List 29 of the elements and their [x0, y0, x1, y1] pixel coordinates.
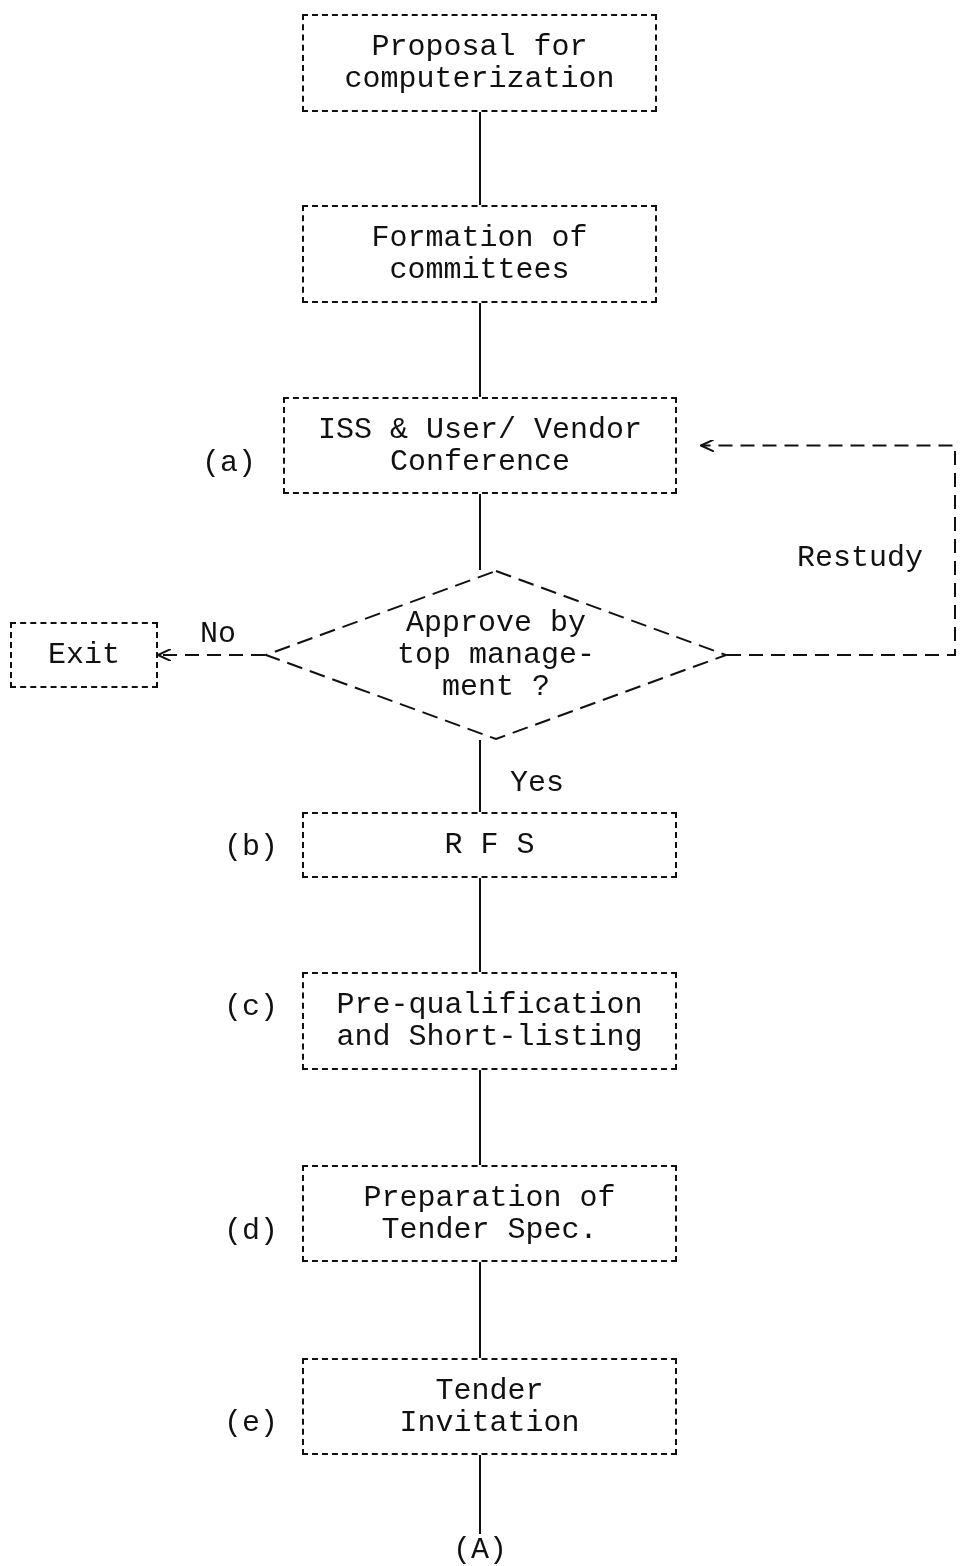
process-box [302, 1165, 677, 1262]
process-box [10, 622, 158, 688]
connector-line [479, 302, 481, 398]
process-box [302, 1358, 677, 1455]
node-text: Formation of committees [370, 222, 589, 286]
decision-diamond [265, 570, 727, 740]
node-text: Tender Invitation [398, 1374, 581, 1439]
node-text: Exit [48, 639, 120, 671]
process-box [283, 397, 677, 494]
connector-line [479, 1069, 481, 1166]
arrow [700, 438, 956, 656]
connector-line [479, 739, 481, 813]
connector-line [479, 111, 481, 206]
process-box [302, 205, 657, 303]
arrow [157, 648, 266, 662]
process-box [302, 812, 677, 878]
node-text: Proposal for computerization [343, 31, 616, 95]
node-text: ISS & User/ Vendor Conference [316, 413, 644, 478]
node-text: Pre-qualification and Short-listing [335, 989, 644, 1053]
connector-label: (A) [455, 1534, 505, 1566]
connector-line [479, 877, 481, 973]
connector-line [479, 493, 481, 571]
node-text: R F S [444, 829, 535, 861]
connector-line [479, 1261, 481, 1359]
process-box [302, 14, 657, 112]
node-text: Approve by top manage- ment ? [395, 607, 596, 703]
connector-line [479, 1454, 481, 1535]
node-text: Preparation of Tender Spec. [362, 1181, 617, 1246]
process-box [302, 972, 677, 1070]
